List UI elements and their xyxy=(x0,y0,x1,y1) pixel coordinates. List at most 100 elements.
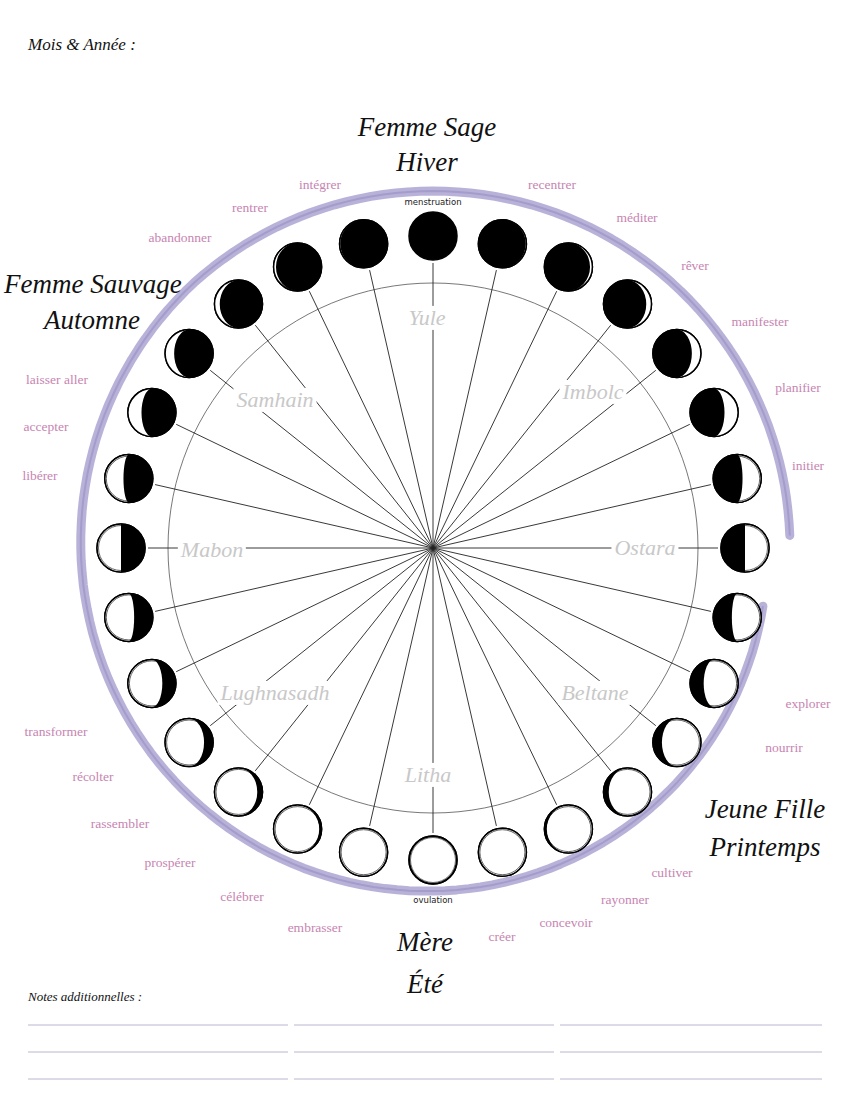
moon-outline xyxy=(478,220,526,268)
moon-dark xyxy=(165,719,213,767)
intention-word: explorer xyxy=(784,697,833,712)
intention-word: créer xyxy=(487,930,518,945)
moon xyxy=(165,719,213,767)
page-note: Mois & Année : xyxy=(28,36,136,55)
moon xyxy=(215,768,263,816)
moon xyxy=(97,524,145,572)
intention-word: abandonner xyxy=(147,231,214,246)
phase-heading: Été xyxy=(407,970,443,1000)
moon xyxy=(544,243,592,291)
moon-outline xyxy=(544,805,592,853)
moon-dark xyxy=(721,524,769,572)
moon xyxy=(409,212,457,260)
moon-dark xyxy=(409,836,457,884)
sabbat-name: Mabon xyxy=(178,538,246,562)
moon-dark xyxy=(215,768,263,816)
moon xyxy=(713,455,761,503)
intention-word: rêver xyxy=(679,259,711,274)
moon-lit xyxy=(677,330,701,378)
sabbat-name: Samhain xyxy=(234,388,317,412)
moon-rim xyxy=(99,526,144,571)
moon-dark xyxy=(105,593,153,641)
moon-outline xyxy=(274,243,322,291)
intention-word: concevoir xyxy=(537,916,594,931)
intention-word: intégrer xyxy=(297,178,343,193)
intention-word: rentrer xyxy=(230,201,270,216)
note-line xyxy=(560,1025,822,1026)
moon-lit xyxy=(479,828,526,876)
sabbat-name: Imbolc xyxy=(559,380,626,404)
moon-lit xyxy=(274,243,298,291)
moon-outline xyxy=(690,659,738,707)
moon-dark xyxy=(340,220,388,268)
moon-outline xyxy=(544,243,592,291)
moon-outline xyxy=(604,280,652,328)
moon-outline xyxy=(105,455,153,503)
moon-outline xyxy=(721,524,769,572)
moon-outline xyxy=(128,659,176,707)
note-line xyxy=(28,1025,288,1026)
phase-heading: Jeune Fille xyxy=(705,795,826,825)
moon-dark xyxy=(690,659,738,707)
moon xyxy=(215,280,263,328)
note-line xyxy=(560,1052,822,1053)
moon-lit xyxy=(105,593,134,641)
moon-dark xyxy=(713,593,761,641)
moon-rim xyxy=(692,661,737,706)
moon-dark xyxy=(128,659,176,707)
moon-lit xyxy=(628,280,652,328)
intention-word: accepter xyxy=(22,420,71,435)
spoke xyxy=(255,548,433,771)
moon-lit xyxy=(502,220,526,268)
moon-lit xyxy=(128,659,162,707)
moon xyxy=(165,330,213,378)
moon-outline xyxy=(713,455,761,503)
cycle-marker: menstruation xyxy=(402,198,463,207)
intention-word: libérer xyxy=(20,469,59,484)
moon-outline xyxy=(653,330,701,378)
sabbat-name: Yule xyxy=(405,306,448,330)
page-note: Notes additionnelles : xyxy=(28,990,142,1004)
moon xyxy=(340,828,388,876)
moon-lit xyxy=(410,837,456,883)
moon-dark xyxy=(653,719,701,767)
note-line xyxy=(28,1079,288,1080)
moon-lit xyxy=(105,455,129,503)
moon-rim xyxy=(715,595,760,640)
moon xyxy=(128,659,176,707)
moon-rim xyxy=(605,769,650,814)
intention-word: cultiver xyxy=(649,866,694,881)
intention-word: célébrer xyxy=(218,890,265,905)
moon-lit xyxy=(340,828,387,876)
intention-word: prospérer xyxy=(143,856,198,871)
moon-rim xyxy=(723,526,768,571)
spoke xyxy=(210,370,433,548)
moon-outline xyxy=(653,719,701,767)
moon-rim xyxy=(654,720,699,765)
moon-outline xyxy=(690,389,738,437)
moon-rim xyxy=(167,720,212,765)
moon xyxy=(274,243,322,291)
moon-outline xyxy=(128,389,176,437)
moon-outline xyxy=(409,836,457,884)
moon xyxy=(105,593,153,641)
moon-dark xyxy=(713,455,761,503)
spiral-band xyxy=(81,191,790,891)
moon xyxy=(604,280,652,328)
spoke xyxy=(255,325,433,548)
moon-lit xyxy=(714,389,738,437)
spiral-edge xyxy=(81,191,790,891)
moon-lit xyxy=(340,220,364,268)
moon-rim xyxy=(715,456,760,501)
moon-outline xyxy=(478,828,526,876)
intention-word: transformer xyxy=(23,725,90,740)
spoke xyxy=(433,424,690,548)
moon-dark xyxy=(215,280,263,328)
moon-lit xyxy=(568,243,592,291)
moon-rim xyxy=(106,456,151,501)
moon-dark xyxy=(604,768,652,816)
spoke xyxy=(433,291,557,548)
spoke-lines xyxy=(148,263,718,833)
spoke xyxy=(433,548,611,771)
moon-dark xyxy=(544,805,592,853)
